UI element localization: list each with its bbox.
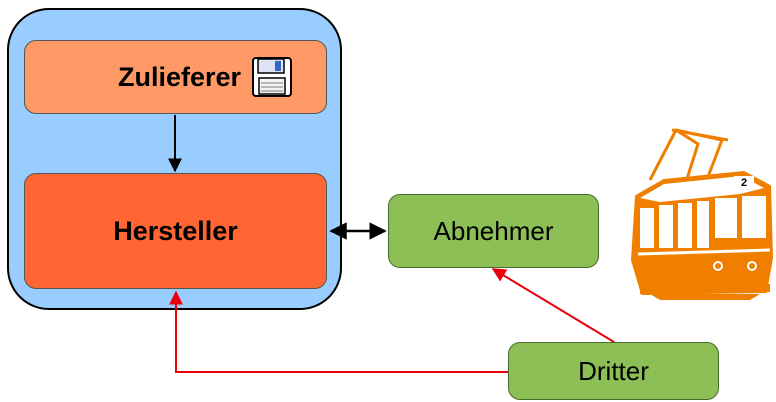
- dritter-label: Dritter: [578, 355, 649, 386]
- edge-dritter-abnehmer: [491, 268, 615, 343]
- hersteller-node: Hersteller: [24, 173, 327, 289]
- tram-number: 2: [741, 177, 747, 189]
- abnehmer-node: Abnehmer: [388, 194, 599, 268]
- edge-dritter-hersteller: [169, 290, 508, 373]
- zulieferer-node: Zulieferer: [24, 40, 327, 114]
- abnehmer-label: Abnehmer: [433, 215, 554, 246]
- zulieferer-label: Zulieferer: [117, 61, 242, 92]
- tram-icon: [631, 128, 773, 300]
- floppy-disk-icon: [252, 57, 293, 97]
- dritter-node: Dritter: [508, 342, 719, 400]
- hersteller-label: Hersteller: [113, 215, 238, 246]
